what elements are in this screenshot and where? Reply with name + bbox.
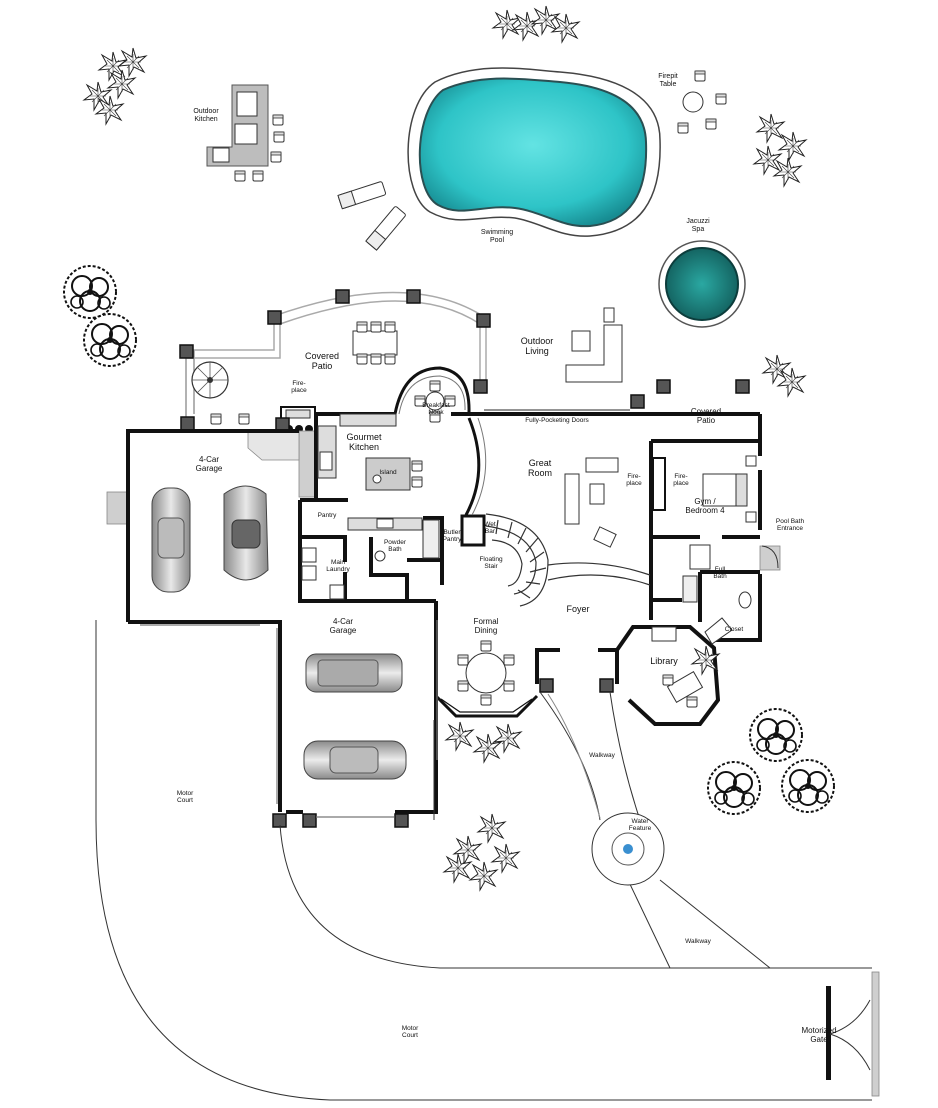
label-main-laundry: Main Laundry: [326, 559, 350, 574]
jacuzzi-spa: [658, 240, 746, 328]
walls: [126, 412, 762, 814]
firepit-table: [677, 70, 727, 134]
label-island: Island: [379, 469, 397, 476]
label-closet: Closet: [724, 626, 744, 633]
outdoor-living-furniture: [565, 307, 623, 383]
full-bath-fixtures: [682, 544, 752, 645]
garage-doors: [140, 620, 438, 818]
label-outdoor-living: Outdoor Living: [520, 336, 554, 357]
label-butler-pantry: Butler Pantry: [442, 529, 462, 544]
label-garage-lower: 4-Car Garage: [329, 617, 357, 636]
swimming-pool: [407, 67, 661, 237]
label-motor-court-lower: Motor Court: [401, 1025, 419, 1040]
chaise-lounges: [337, 181, 406, 251]
paving: [106, 430, 880, 1097]
great-room-furniture: [564, 457, 666, 548]
label-motor-court-upper: Motor Court: [176, 790, 194, 805]
label-motorized-gate: Motorized Gate: [801, 1026, 837, 1045]
label-full-bath: Full Bath: [713, 566, 727, 581]
label-wet-bar: Wet Bar: [484, 521, 496, 536]
label-jacuzzi-spa: Jacuzzi Spa: [686, 218, 710, 234]
formal-dining-table: [457, 640, 515, 706]
label-library: Library: [650, 656, 678, 666]
label-walkway-upper: Walkway: [589, 752, 615, 759]
pool-bath-door: [761, 545, 779, 569]
columns: [179, 289, 750, 828]
label-walkway-lower: Walkway: [685, 938, 711, 945]
breakfast-table: [414, 380, 456, 423]
label-fireplace-gym: Fire- place: [673, 473, 689, 488]
label-gourmet-kitchen: Gourmet Kitchen: [346, 432, 382, 453]
cars: [151, 485, 407, 780]
label-covered-patio-main: Covered Patio: [304, 351, 340, 372]
label-great-room: Great Room: [527, 458, 553, 479]
label-fireplace-great-room: Fire- place: [626, 473, 642, 488]
floating-stair: [485, 513, 651, 607]
walkway: [539, 691, 771, 969]
label-powder-bath: Powder Bath: [383, 539, 407, 554]
breakfast-nook-wall: [393, 366, 471, 415]
label-pantry: Pantry: [317, 512, 337, 519]
label-fully-pocketing-doors: Fully-Pocketing Doors: [525, 417, 589, 424]
great-room-curved-wall: [464, 417, 481, 516]
kitchen-counters: [317, 413, 423, 531]
label-water-feature: Water Feature: [628, 818, 652, 833]
motorized-gate: [826, 986, 871, 1080]
driveway-lines: [95, 620, 872, 1101]
trees-left: [63, 265, 137, 367]
label-breakfast-nook: Breakfast Nook: [422, 402, 450, 417]
gym-furniture: [702, 455, 757, 523]
label-gym-bedroom: Gym / Bedroom 4: [685, 497, 725, 516]
laundry-fixtures: [301, 519, 440, 600]
library-furniture: [651, 626, 704, 708]
label-pool-bath-entrance: Pool Bath Entrance: [775, 518, 805, 533]
label-foyer: Foyer: [566, 604, 590, 614]
label-fireplace-patio: Fire- place: [291, 380, 307, 395]
label-swimming-pool: Swimming Pool: [480, 229, 514, 245]
label-firepit-table: Firepit Table: [658, 73, 678, 89]
label-floating-stair: Floating Stair: [479, 556, 503, 571]
trees-right: [707, 708, 835, 815]
label-outdoor-kitchen: Outdoor Kitchen: [193, 108, 219, 124]
outdoor-kitchen: [206, 84, 285, 182]
label-garage-upper: 4-Car Garage: [195, 455, 223, 474]
water-feature: [591, 812, 665, 886]
label-covered-patio-right: Covered Patio: [690, 407, 722, 426]
label-formal-dining: Formal Dining: [473, 617, 499, 636]
